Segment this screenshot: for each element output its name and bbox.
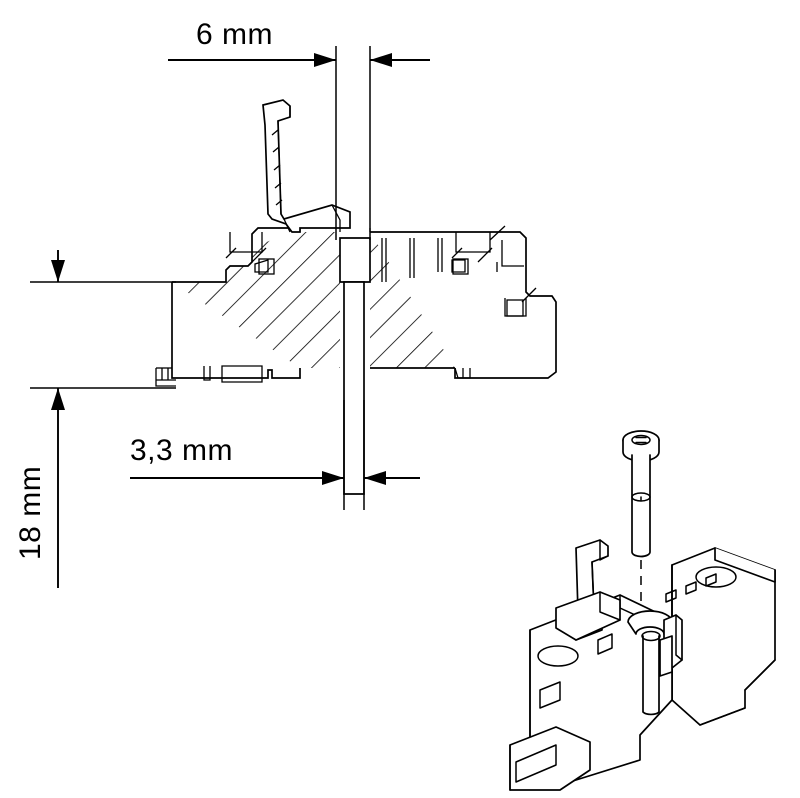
dimension-label-18mm: 18 mm bbox=[14, 466, 47, 560]
din-rail-foot bbox=[509, 726, 591, 791]
iso-contact-bracket bbox=[659, 614, 683, 677]
iso-spring-clip bbox=[555, 539, 621, 641]
slot-ribs bbox=[381, 238, 443, 282]
dimension-label-3p3mm: 3,3 mm bbox=[130, 434, 233, 467]
right-rib-block bbox=[451, 225, 506, 273]
spring-clip bbox=[262, 99, 351, 233]
dimension-3p3mm: 3,3 mm bbox=[130, 400, 420, 510]
left-foot-detail bbox=[155, 365, 263, 387]
dimension-label-6mm: 6 mm bbox=[196, 18, 273, 51]
iso-top-ribs bbox=[665, 573, 717, 603]
installed-screw-head bbox=[627, 610, 673, 716]
housing-body-left bbox=[171, 227, 340, 379]
dimension-18mm: 18 mm bbox=[14, 250, 176, 588]
detail-squares bbox=[258, 258, 524, 317]
left-rib-block bbox=[225, 232, 269, 273]
terminal-block-body bbox=[671, 547, 776, 726]
isometric-view bbox=[509, 430, 776, 791]
socket-head-cap-screw bbox=[622, 430, 660, 558]
housing-body-right bbox=[370, 231, 557, 379]
right-foot-notch bbox=[454, 367, 471, 379]
dimension-6mm: 6 mm bbox=[168, 18, 430, 240]
section-view bbox=[155, 99, 557, 495]
